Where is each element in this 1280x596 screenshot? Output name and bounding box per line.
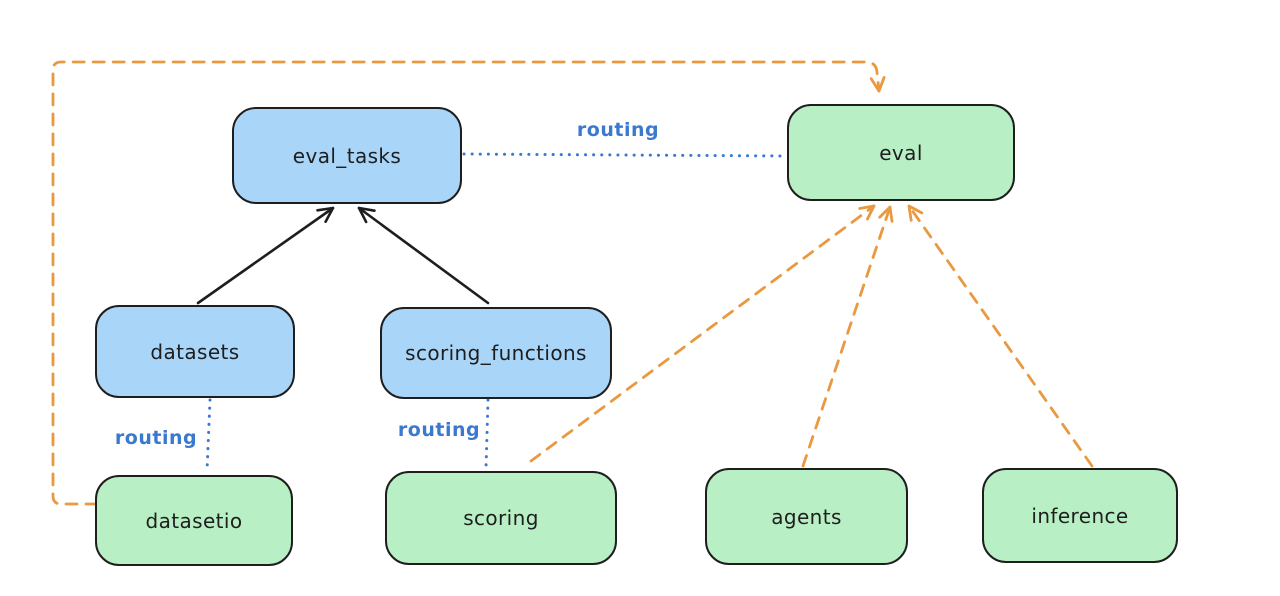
node-eval-label: eval <box>879 140 923 165</box>
edge-label-routing-top: routing <box>576 119 660 141</box>
node-datasets: datasets <box>95 305 295 398</box>
edge-scoring-functions-to-eval-tasks <box>357 206 490 305</box>
edge-datasets-to-datasetio <box>205 398 212 473</box>
edge-label-routing-scoring: routing <box>397 419 481 441</box>
edge-scoring-to-eval <box>529 204 876 463</box>
node-scoring: scoring <box>385 471 617 565</box>
node-eval: eval <box>787 104 1015 201</box>
node-datasetio: datasetio <box>95 475 293 566</box>
node-inference-label: inference <box>1031 503 1129 528</box>
edge-datasetio-to-eval <box>51 60 886 506</box>
node-datasets-label: datasets <box>150 339 240 364</box>
node-scoring-functions: scoring_functions <box>380 307 612 399</box>
node-inference: inference <box>982 468 1178 563</box>
edge-eval-tasks-to-eval <box>462 152 786 158</box>
node-datasetio-label: datasetio <box>145 508 243 533</box>
edge-inference-to-eval <box>907 204 1094 468</box>
node-agents: agents <box>705 468 908 565</box>
edge-scoring-functions-to-scoring <box>484 398 490 470</box>
edge-label-routing-datasets: routing <box>114 427 198 449</box>
edge-agents-to-eval <box>801 205 894 468</box>
edge-datasets-to-eval-tasks <box>196 206 335 305</box>
node-eval-tasks-label: eval_tasks <box>292 143 402 168</box>
node-scoring-functions-label: scoring_functions <box>405 341 587 365</box>
node-eval-tasks: eval_tasks <box>232 107 462 204</box>
node-scoring-label: scoring <box>463 506 539 530</box>
node-agents-label: agents <box>771 504 842 529</box>
